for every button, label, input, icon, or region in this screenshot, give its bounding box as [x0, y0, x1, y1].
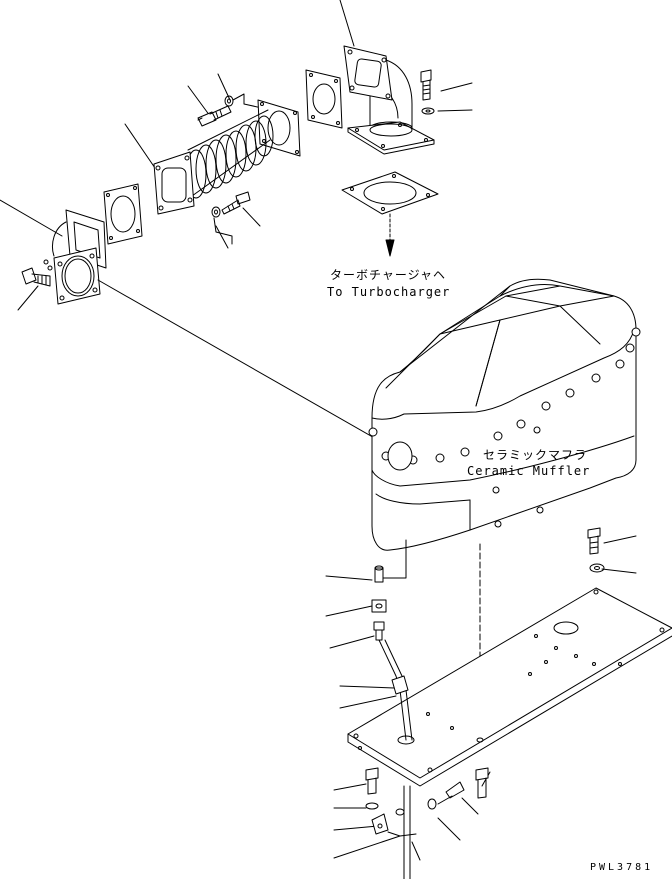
- drain-tube: [372, 566, 412, 879]
- bellows-lower-bolt: [212, 192, 250, 244]
- turbocharger-label-jp: ターボチャージャヘ: [330, 268, 447, 282]
- muffler-flange-bolts: [369, 328, 640, 464]
- bellows-right-gasket: [306, 70, 342, 128]
- ceramic-muffler: [369, 279, 640, 740]
- lower-bolts: [366, 768, 488, 836]
- drawing-code: PWL3781: [590, 862, 654, 873]
- turbocharger-label-en: To Turbocharger: [327, 285, 451, 299]
- elbow-lower-gasket: [342, 172, 438, 214]
- muffler-label-en: Ceramic Muffler: [467, 464, 591, 478]
- inlet-bolt: [22, 268, 50, 286]
- turbocharger-arrow: [386, 214, 394, 256]
- base-plate: [348, 588, 672, 786]
- inlet-gasket: [104, 184, 142, 244]
- inlet-elbow: [44, 210, 106, 304]
- inlet-alignment-line: [98, 280, 392, 448]
- plate-bolt: [588, 528, 604, 572]
- turbo-elbow: [344, 46, 434, 154]
- muffler-label-jp: セラミックマフラ: [483, 448, 588, 462]
- elbow-bolt: [421, 70, 434, 114]
- bellows-upper-bolt: [198, 94, 262, 126]
- bellows-joint: [154, 100, 300, 214]
